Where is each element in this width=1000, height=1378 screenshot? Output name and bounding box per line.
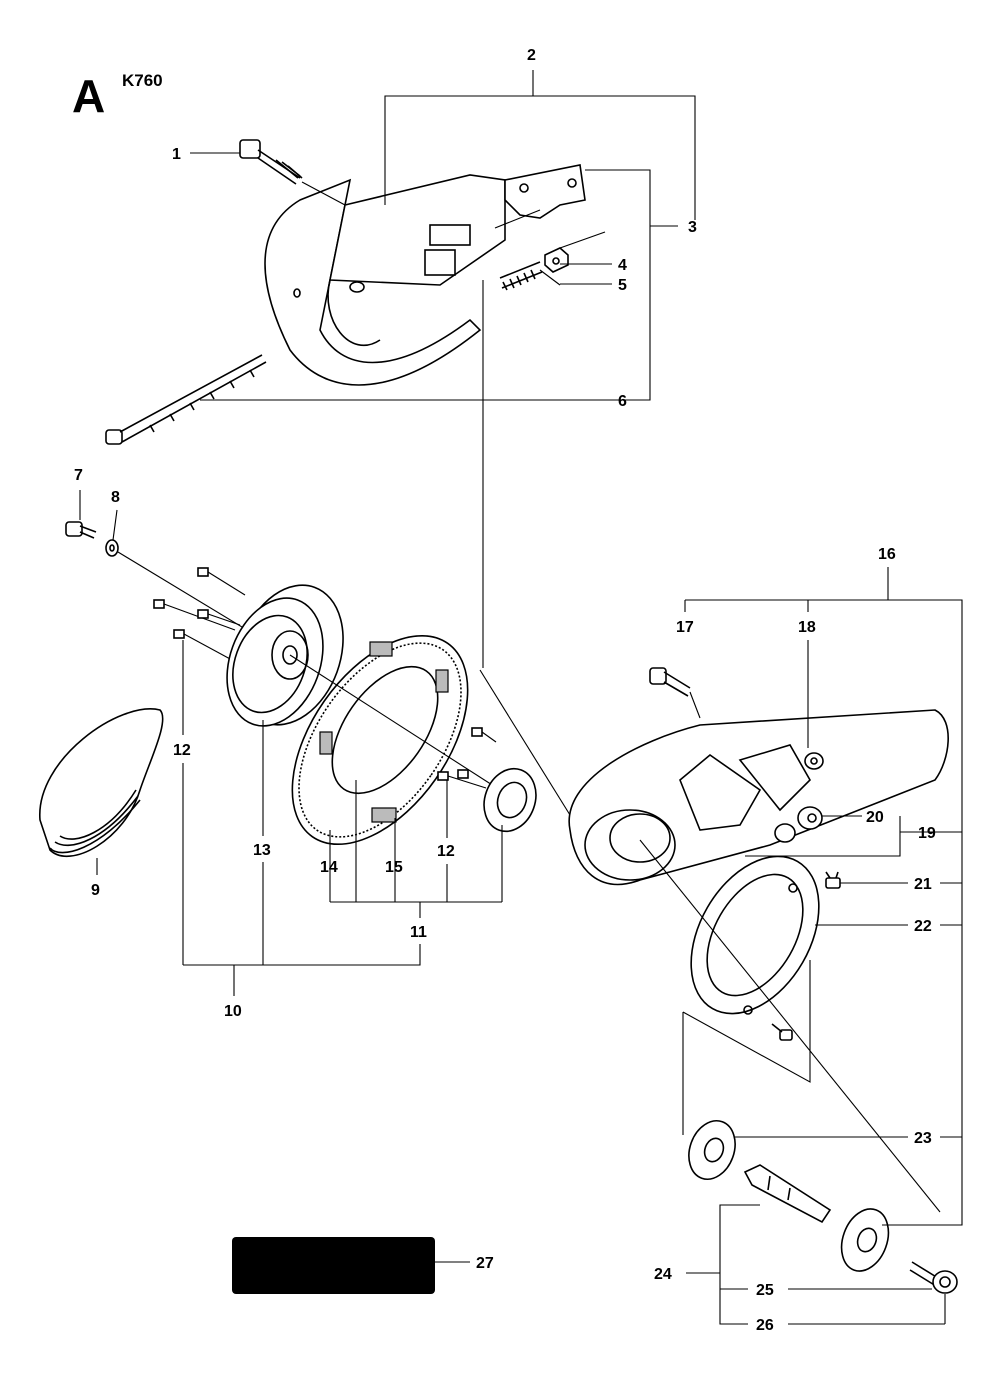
bolt-1 — [239, 139, 346, 206]
callouts: 1 2 3 4 5 6 7 8 9 10 11 12 12 13 14 15 1… — [74, 47, 936, 1334]
callout-16: 16 — [878, 546, 896, 563]
model-label: K760 — [122, 71, 163, 90]
bearing-23 — [688, 1120, 736, 1180]
callout-11: 11 — [410, 924, 427, 941]
callout-13: 13 — [253, 842, 271, 859]
callout-26: 26 — [756, 1317, 774, 1334]
callout-12b: 12 — [437, 843, 455, 860]
bolt-25 — [909, 1261, 958, 1294]
nut-18 — [804, 752, 824, 770]
callout-19: 19 — [918, 825, 936, 842]
pulley-13 — [226, 584, 344, 727]
long-bolt-6 — [105, 354, 267, 445]
pulley-screws — [153, 567, 246, 661]
callout-2: 2 — [527, 47, 536, 64]
bearing-cover — [483, 767, 537, 833]
callout-10: 10 — [224, 1003, 242, 1020]
screw-21 — [825, 871, 841, 889]
callout-15: 15 — [385, 859, 403, 876]
callout-18: 18 — [798, 619, 816, 636]
callout-12a: 12 — [173, 742, 191, 759]
bearing-lower — [840, 1208, 890, 1272]
shaft-24 — [743, 1164, 832, 1224]
callout-20: 20 — [866, 809, 884, 826]
belt-9 — [39, 708, 164, 857]
callout-8: 8 — [111, 489, 120, 506]
callout-25: 25 — [756, 1282, 774, 1299]
nut-20 — [797, 806, 823, 830]
decal-27 — [232, 1237, 435, 1294]
callout-6: 6 — [618, 393, 627, 410]
callout-4: 4 — [618, 257, 627, 274]
callout-3: 3 — [688, 219, 697, 236]
spring-5 — [499, 261, 561, 291]
callout-14: 14 — [320, 859, 338, 876]
callout-5: 5 — [618, 277, 627, 294]
ring-screw — [771, 1023, 793, 1041]
clutch-screws — [437, 727, 497, 789]
bolt-17 — [649, 667, 701, 719]
bolt-7 — [65, 521, 97, 539]
callout-22: 22 — [914, 918, 932, 935]
callout-27: 27 — [476, 1255, 494, 1272]
clutch-cover-19 — [568, 709, 949, 886]
belt-guard — [264, 174, 506, 386]
washer-8 — [105, 539, 119, 557]
callout-7: 7 — [74, 467, 83, 484]
callout-24: 24 — [654, 1266, 672, 1283]
clutch-drum-14 — [291, 634, 469, 846]
leader-lines — [79, 70, 963, 1325]
square-nut-4 — [544, 231, 606, 273]
tensioner-plate-3 — [494, 164, 586, 229]
callout-1: 1 — [172, 146, 181, 163]
callout-9: 9 — [91, 882, 100, 899]
callout-23: 23 — [914, 1130, 932, 1147]
ring-22 — [690, 855, 820, 1015]
section-letter: A — [72, 70, 105, 122]
callout-17: 17 — [676, 619, 694, 636]
callout-21: 21 — [914, 876, 932, 893]
